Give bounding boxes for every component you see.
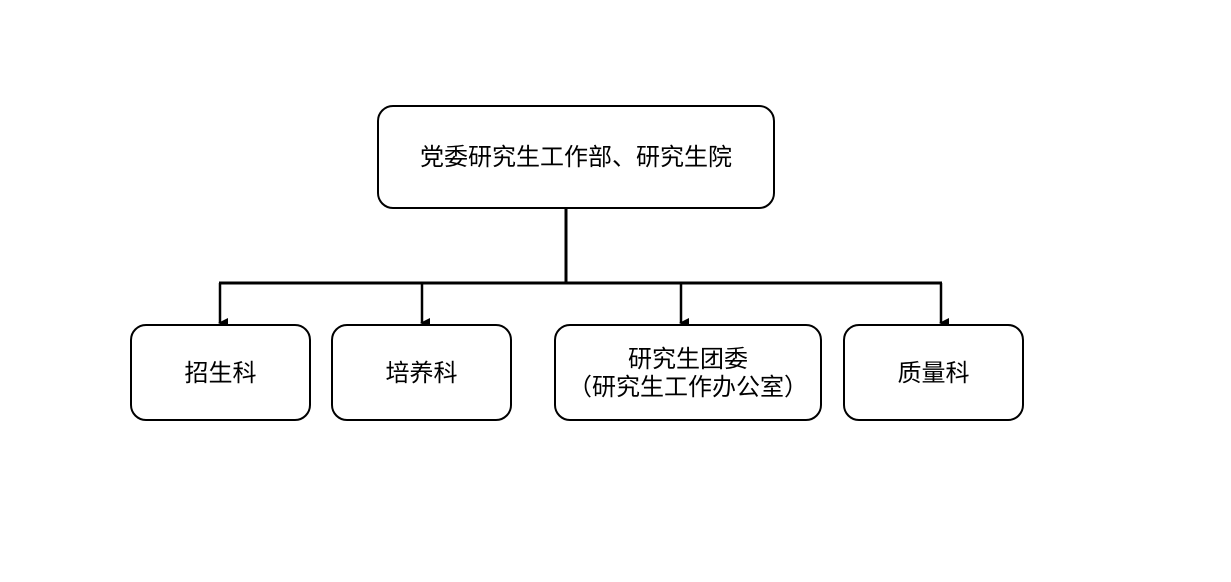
child-node-label-line-2: （研究生工作办公室） xyxy=(568,372,808,401)
child-node-training: 培养科 xyxy=(331,324,512,421)
child-node-label: 招生科 xyxy=(184,358,257,387)
child-node-label: 质量科 xyxy=(897,358,970,387)
root-node-label: 党委研究生工作部、研究生院 xyxy=(420,143,732,171)
root-node-graduate-school: 党委研究生工作部、研究生院 xyxy=(377,105,775,209)
child-node-youth-league: 研究生团委 （研究生工作办公室） xyxy=(554,324,822,421)
child-node-quality: 质量科 xyxy=(843,324,1024,421)
child-node-label: 培养科 xyxy=(385,358,458,387)
child-node-admissions: 招生科 xyxy=(130,324,311,421)
child-node-label-line-1: 研究生团委 xyxy=(628,344,748,373)
